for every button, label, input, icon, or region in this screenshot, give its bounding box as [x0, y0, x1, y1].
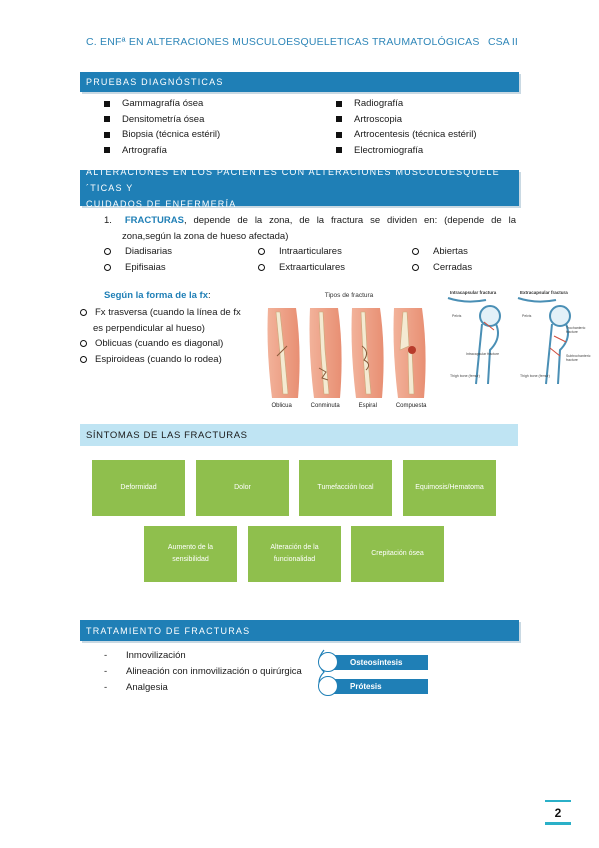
- bullet-square-icon: [336, 100, 342, 107]
- fracture-types-illustration: [267, 308, 426, 398]
- bullet-square-icon: [104, 116, 110, 123]
- figure-tipos-labels: Oblicua Conminuta Espiral Compuesta: [271, 403, 427, 409]
- page-number-rule-bottom: [545, 822, 571, 825]
- tratamiento-options: Osteosíntesis Prótesis: [314, 648, 430, 696]
- femur-illustration: [447, 297, 571, 385]
- option-circle-icon: [318, 676, 338, 696]
- page-number-rule-top: [545, 800, 571, 802]
- list-item: Artroscopia: [336, 112, 476, 128]
- option-protesis: Prótesis: [328, 679, 428, 694]
- bullet-circle-icon: [80, 340, 87, 348]
- bullet-circle-icon: [412, 263, 419, 271]
- tratamiento-list: -Inmovilización -Alineación con inmovili…: [104, 648, 302, 696]
- section-bar-alteraciones: ALTERACIONES EN LOS PACIENTES CON ALTERA…: [80, 167, 519, 209]
- fracturas-label: FRACTURAS: [124, 215, 184, 226]
- bullet-circle-icon: [258, 263, 265, 271]
- section-title-sintomas: SÍNTOMAS DE LAS FRACTURAS: [86, 429, 248, 441]
- list-item: Electromiografía: [336, 143, 476, 159]
- symptom-box: Deformidad: [92, 460, 185, 516]
- bullet-square-icon: [336, 116, 342, 123]
- section-bar-tratamiento: TRATAMIENTO DE FRACTURAS: [80, 620, 519, 641]
- section-bar-sintomas: SÍNTOMAS DE LAS FRACTURAS: [80, 424, 518, 446]
- list-item: -Alineación con inmovilización o quirúrg…: [104, 666, 302, 677]
- fracturas-text: , depende de la zona, de la fractura se …: [183, 215, 517, 226]
- figure-femur-fracturas: Intracapsular fractura Extracapsular fra…: [446, 290, 591, 390]
- list-item: Gammagrafía ósea: [104, 96, 220, 112]
- bullet-square-icon: [104, 147, 110, 154]
- section-title-alteraciones-2: CUIDADOS DE ENFERMERÍA: [86, 199, 237, 209]
- bullet-square-icon: [336, 147, 342, 154]
- fracturas-col3: Abiertas Cerradas: [412, 243, 472, 275]
- symptom-box: Crepitación ósea: [351, 526, 444, 582]
- list-item: -Analgesia: [104, 682, 168, 693]
- symptom-box: Dolor: [196, 460, 289, 516]
- list-item: Epifisaias: [104, 259, 172, 275]
- list-item: Artrografía: [104, 143, 220, 159]
- list-item: Abiertas: [412, 243, 472, 259]
- bullet-square-icon: [336, 131, 342, 138]
- bullet-circle-icon: [104, 263, 111, 271]
- option-osteosintesis: Osteosíntesis: [328, 655, 428, 670]
- option-circle-icon: [318, 652, 338, 672]
- list-item: Densitometría ósea: [104, 112, 220, 128]
- document-header-title: C. ENFª EN ALTERACIONES MUSCULOESQUELETI…: [86, 36, 480, 48]
- section-title-tratamiento: TRATAMIENTO DE FRACTURAS: [86, 625, 251, 636]
- figure-tipos-title: Tipos de fractura: [324, 292, 374, 299]
- fracturas-col1: Diadisarias Epifisaias: [104, 243, 172, 275]
- list-item: Intraarticulares: [258, 243, 345, 259]
- bullet-circle-icon: [412, 247, 419, 255]
- leg-conminuta: [309, 308, 342, 398]
- leg-oblicua: [267, 308, 300, 398]
- list-item: Extraarticulares: [258, 259, 345, 275]
- forma-title: Según la forma de la fx:: [104, 290, 211, 301]
- list-item-continuation: es perpendicular al hueso): [93, 322, 205, 334]
- bullet-circle-icon: [80, 355, 87, 363]
- leg-espiral: [351, 308, 384, 398]
- document-header-code: CSA II: [488, 36, 518, 48]
- list-item: Biopsia (técnica estéril): [104, 127, 220, 143]
- list-item: Fx trasversa (cuando la línea de fx: [80, 305, 241, 321]
- bullet-circle-icon: [104, 247, 111, 255]
- femur-left-title: Intracapsular fractura: [450, 290, 497, 295]
- section-bar-pruebas: PRUEBAS DIAGNÓSTICAS: [80, 72, 519, 92]
- fracturas-text-2: zona,según la zona de hueso afectada): [122, 231, 289, 242]
- femur-right: [517, 297, 571, 385]
- bullet-square-icon: [104, 131, 110, 138]
- list-item: -Inmovilización: [104, 650, 186, 661]
- section-title-pruebas: PRUEBAS DIAGNÓSTICAS: [86, 77, 224, 87]
- symptom-box: Equimosis/Hematoma: [403, 460, 496, 516]
- list-item: Diadisarias: [104, 243, 172, 259]
- list-number: 1.: [104, 215, 112, 226]
- list-item: Oblicuas (cuando es diagonal): [80, 336, 241, 352]
- fracturas-col2: Intraarticulares Extraarticulares: [258, 243, 345, 275]
- list-item: Cerradas: [412, 259, 472, 275]
- bullet-circle-icon: [258, 247, 265, 255]
- list-item: Espiroideas (cuando lo rodea): [80, 352, 241, 368]
- leg-compuesta: [393, 308, 426, 398]
- bullet-square-icon: [104, 100, 110, 107]
- list-item: Artrocentesis (técnica estéril): [336, 127, 476, 143]
- femur-left: [447, 297, 501, 385]
- page-number: 2: [554, 806, 562, 820]
- section-title-alteraciones: ALTERACIONES EN LOS PACIENTES CON ALTERA…: [86, 167, 500, 193]
- fracturas-paragraph: 1. FRACTURAS, depende de la zona, de la …: [104, 213, 516, 245]
- pruebas-left-list: Gammagrafía ósea Densitometría ósea Biop…: [104, 96, 220, 158]
- bullet-circle-icon: [80, 309, 87, 317]
- pruebas-right-list: Radiografía Artroscopia Artrocentesis (t…: [336, 96, 476, 158]
- symptom-box: Tumefacción local: [299, 460, 392, 516]
- list-item: Radiografía: [336, 96, 476, 112]
- figure-tipos-fractura: Tipos de fractura Oblic: [262, 290, 436, 414]
- forma-list: Fx trasversa (cuando la línea de fx es p…: [80, 305, 241, 367]
- femur-right-title: Extracapsular fractura: [520, 290, 568, 295]
